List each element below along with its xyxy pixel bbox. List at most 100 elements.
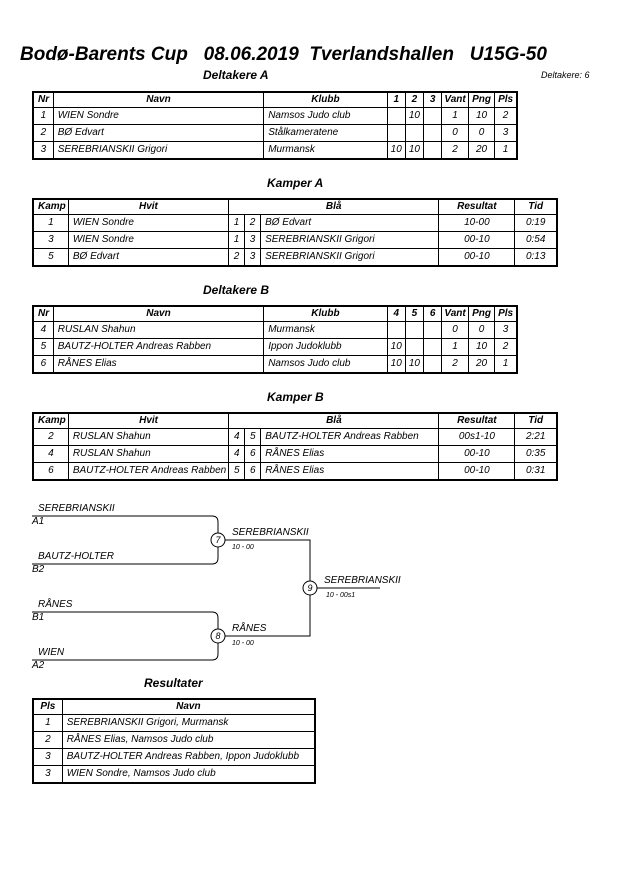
table-row: 4 RUSLAN Shahun 4 6 RÅNES Elias 00-10 0:…: [32, 445, 558, 463]
bracket-seed-1: A1: [32, 516, 45, 527]
cell-nr: 2: [32, 124, 54, 142]
table-header-row: Pls Navn: [32, 698, 316, 715]
cell-png: 0: [467, 124, 496, 142]
table-row: 3 WIEN Sondre, Namsos Judo club: [32, 765, 316, 784]
deltakere-b-title: Deltakere B: [203, 283, 270, 297]
cell-tid: 0:13: [514, 248, 558, 267]
deltakere-a-table: Nr Navn Klubb 1 2 3 Vant Png Pls 1 WIEN …: [32, 91, 518, 160]
bracket-seed-4: A2: [32, 660, 45, 671]
cell-navn: RÅNES Elias: [52, 355, 265, 374]
cell-pls: 3: [494, 124, 518, 142]
deltakere-b-table: Nr Navn Klubb 4 5 6 Vant Png Pls 4 RUSLA…: [32, 305, 518, 374]
cell-bla: RÅNES Elias: [260, 445, 440, 463]
cell-nr: 5: [32, 338, 54, 356]
cell-tid: 0:31: [514, 462, 558, 481]
cell-hvit: BAUTZ-HOLTER Andreas Rabben: [67, 462, 230, 481]
table-row: 6 RÅNES Elias Namsos Judo club 10 10 2 2…: [32, 355, 518, 374]
page-title: Bodø-Barents Cup 08.06.2019 Tverlandshal…: [20, 44, 547, 65]
table-row: 6 BAUTZ-HOLTER Andreas Rabben 5 6 RÅNES …: [32, 462, 558, 481]
cell-hvit: RUSLAN Shahun: [67, 445, 230, 463]
resultater-title: Resultater: [144, 676, 203, 690]
cell-hvit: BØ Edvart: [67, 248, 230, 267]
bracket-score-9: 10 - 00s1: [326, 592, 356, 599]
match-circle-9: [302, 580, 318, 596]
cell-navn: BAUTZ-HOLTER Andreas Rabben, Ippon Judok…: [61, 748, 316, 766]
kamper-b-title: Kamper B: [267, 390, 324, 404]
table-row: 2 BØ Edvart Stålkameratene 0 0 3: [32, 124, 518, 142]
kamper-a-table: Kamp Hvit Blå Resultat Tid 1 WIEN Sondre…: [32, 198, 558, 267]
cell-m3: [423, 141, 443, 160]
cell-hvit: WIEN Sondre: [67, 231, 230, 249]
cell-pls: 3: [32, 748, 63, 766]
cell-nr: 6: [32, 355, 54, 374]
bracket-player-1: SEREBRIANSKII: [38, 503, 115, 514]
col-header-pls: Pls: [32, 698, 63, 715]
cell-bla-nr: 6: [244, 462, 262, 481]
table-row: 1 WIEN Sondre 1 2 BØ Edvart 10-00 0:19: [32, 214, 558, 232]
cell-m3: [423, 338, 443, 356]
deltakere-count: Deltakere: 6: [541, 70, 590, 80]
col-header-kamp: Kamp: [32, 198, 69, 215]
deltakere-a-title: Deltakere A: [203, 68, 269, 82]
bracket-winner-9: SEREBRIANSKII: [324, 575, 401, 586]
cell-nr: 3: [32, 141, 54, 160]
table-row: 1 WIEN Sondre Namsos Judo club 10 1 10 2: [32, 107, 518, 125]
bracket-winner-8: RÅNES: [232, 623, 267, 634]
cell-pls: 1: [32, 714, 63, 732]
bracket-seed-3: B1: [32, 612, 45, 623]
table-row: 5 BAUTZ-HOLTER Andreas Rabben Ippon Judo…: [32, 338, 518, 356]
table-row: 2 RÅNES Elias, Namsos Judo club: [32, 731, 316, 749]
cell-bla: RÅNES Elias: [260, 462, 440, 481]
table-row: 3 WIEN Sondre 1 3 SEREBRIANSKII Grigori …: [32, 231, 558, 249]
table-header-row: Nr Navn Klubb 4 5 6 Vant Png Pls: [32, 305, 518, 322]
table-row: 2 RUSLAN Shahun 4 5 BAUTZ-HOLTER Andreas…: [32, 428, 558, 446]
match-num-8: 8: [215, 631, 221, 641]
bracket-player-4: WIEN: [38, 647, 65, 658]
cell-bla: SEREBRIANSKII Grigori: [260, 231, 440, 249]
cell-kamp: 4: [32, 445, 69, 463]
match-circle-8: [210, 628, 226, 644]
cell-pls: 2: [32, 731, 63, 749]
cell-tid: 0:54: [514, 231, 558, 249]
cell-pls: 1: [494, 355, 518, 374]
cell-pls: 3: [32, 765, 63, 784]
cell-navn: SEREBRIANSKII Grigori, Murmansk: [61, 714, 316, 732]
cell-navn: SEREBRIANSKII Grigori: [52, 141, 265, 160]
cell-kamp: 5: [32, 248, 69, 267]
table-row: 1 SEREBRIANSKII Grigori, Murmansk: [32, 714, 316, 732]
bracket-score-8: 10 - 00: [232, 640, 254, 647]
col-header-navn: Navn: [61, 698, 316, 715]
bracket-seed-2: B2: [32, 564, 45, 575]
table-row: 3 SEREBRIANSKII Grigori Murmansk 10 10 2…: [32, 141, 518, 160]
cell-m1: 10: [386, 338, 406, 356]
match-num-7: 7: [215, 535, 221, 545]
cell-m1: 10: [386, 355, 406, 374]
cell-tid: 0:35: [514, 445, 558, 463]
resultater-table: Pls Navn 1 SEREBRIANSKII Grigori, Murman…: [32, 698, 316, 784]
cell-m3: [423, 355, 443, 374]
cell-navn: RÅNES Elias, Namsos Judo club: [61, 731, 316, 749]
bracket-line-m7-out: [218, 539, 311, 588]
col-header-m3: 3: [423, 91, 443, 108]
match-circle-7: [210, 532, 226, 548]
cell-m3: [423, 124, 443, 142]
kamper-a-title: Kamper A: [267, 176, 324, 190]
cell-resultat: 00-10: [438, 462, 516, 481]
cell-nr: 1: [32, 107, 54, 125]
table-header-row: Kamp Hvit Blå Resultat Tid: [32, 412, 558, 429]
bracket-score-7: 10 - 00: [232, 544, 254, 551]
cell-kamp: 6: [32, 462, 69, 481]
cell-vant: 2: [441, 355, 469, 374]
bracket-player-3: RÅNES: [38, 599, 73, 610]
bracket-player-2: BAUTZ-HOLTER: [38, 551, 114, 562]
table-row: 3 BAUTZ-HOLTER Andreas Rabben, Ippon Jud…: [32, 748, 316, 766]
cell-kamp: 3: [32, 231, 69, 249]
bracket-winner-7: SEREBRIANSKII: [232, 527, 309, 538]
cell-bla: SEREBRIANSKII Grigori: [260, 248, 440, 267]
col-header-m3: 6: [423, 305, 443, 322]
cell-navn: WIEN Sondre, Namsos Judo club: [61, 765, 316, 784]
cell-pls: 2: [494, 338, 518, 356]
kamper-b-table: Kamp Hvit Blå Resultat Tid 2 RUSLAN Shah…: [32, 412, 558, 481]
bracket-line-m8-out: [218, 588, 311, 637]
